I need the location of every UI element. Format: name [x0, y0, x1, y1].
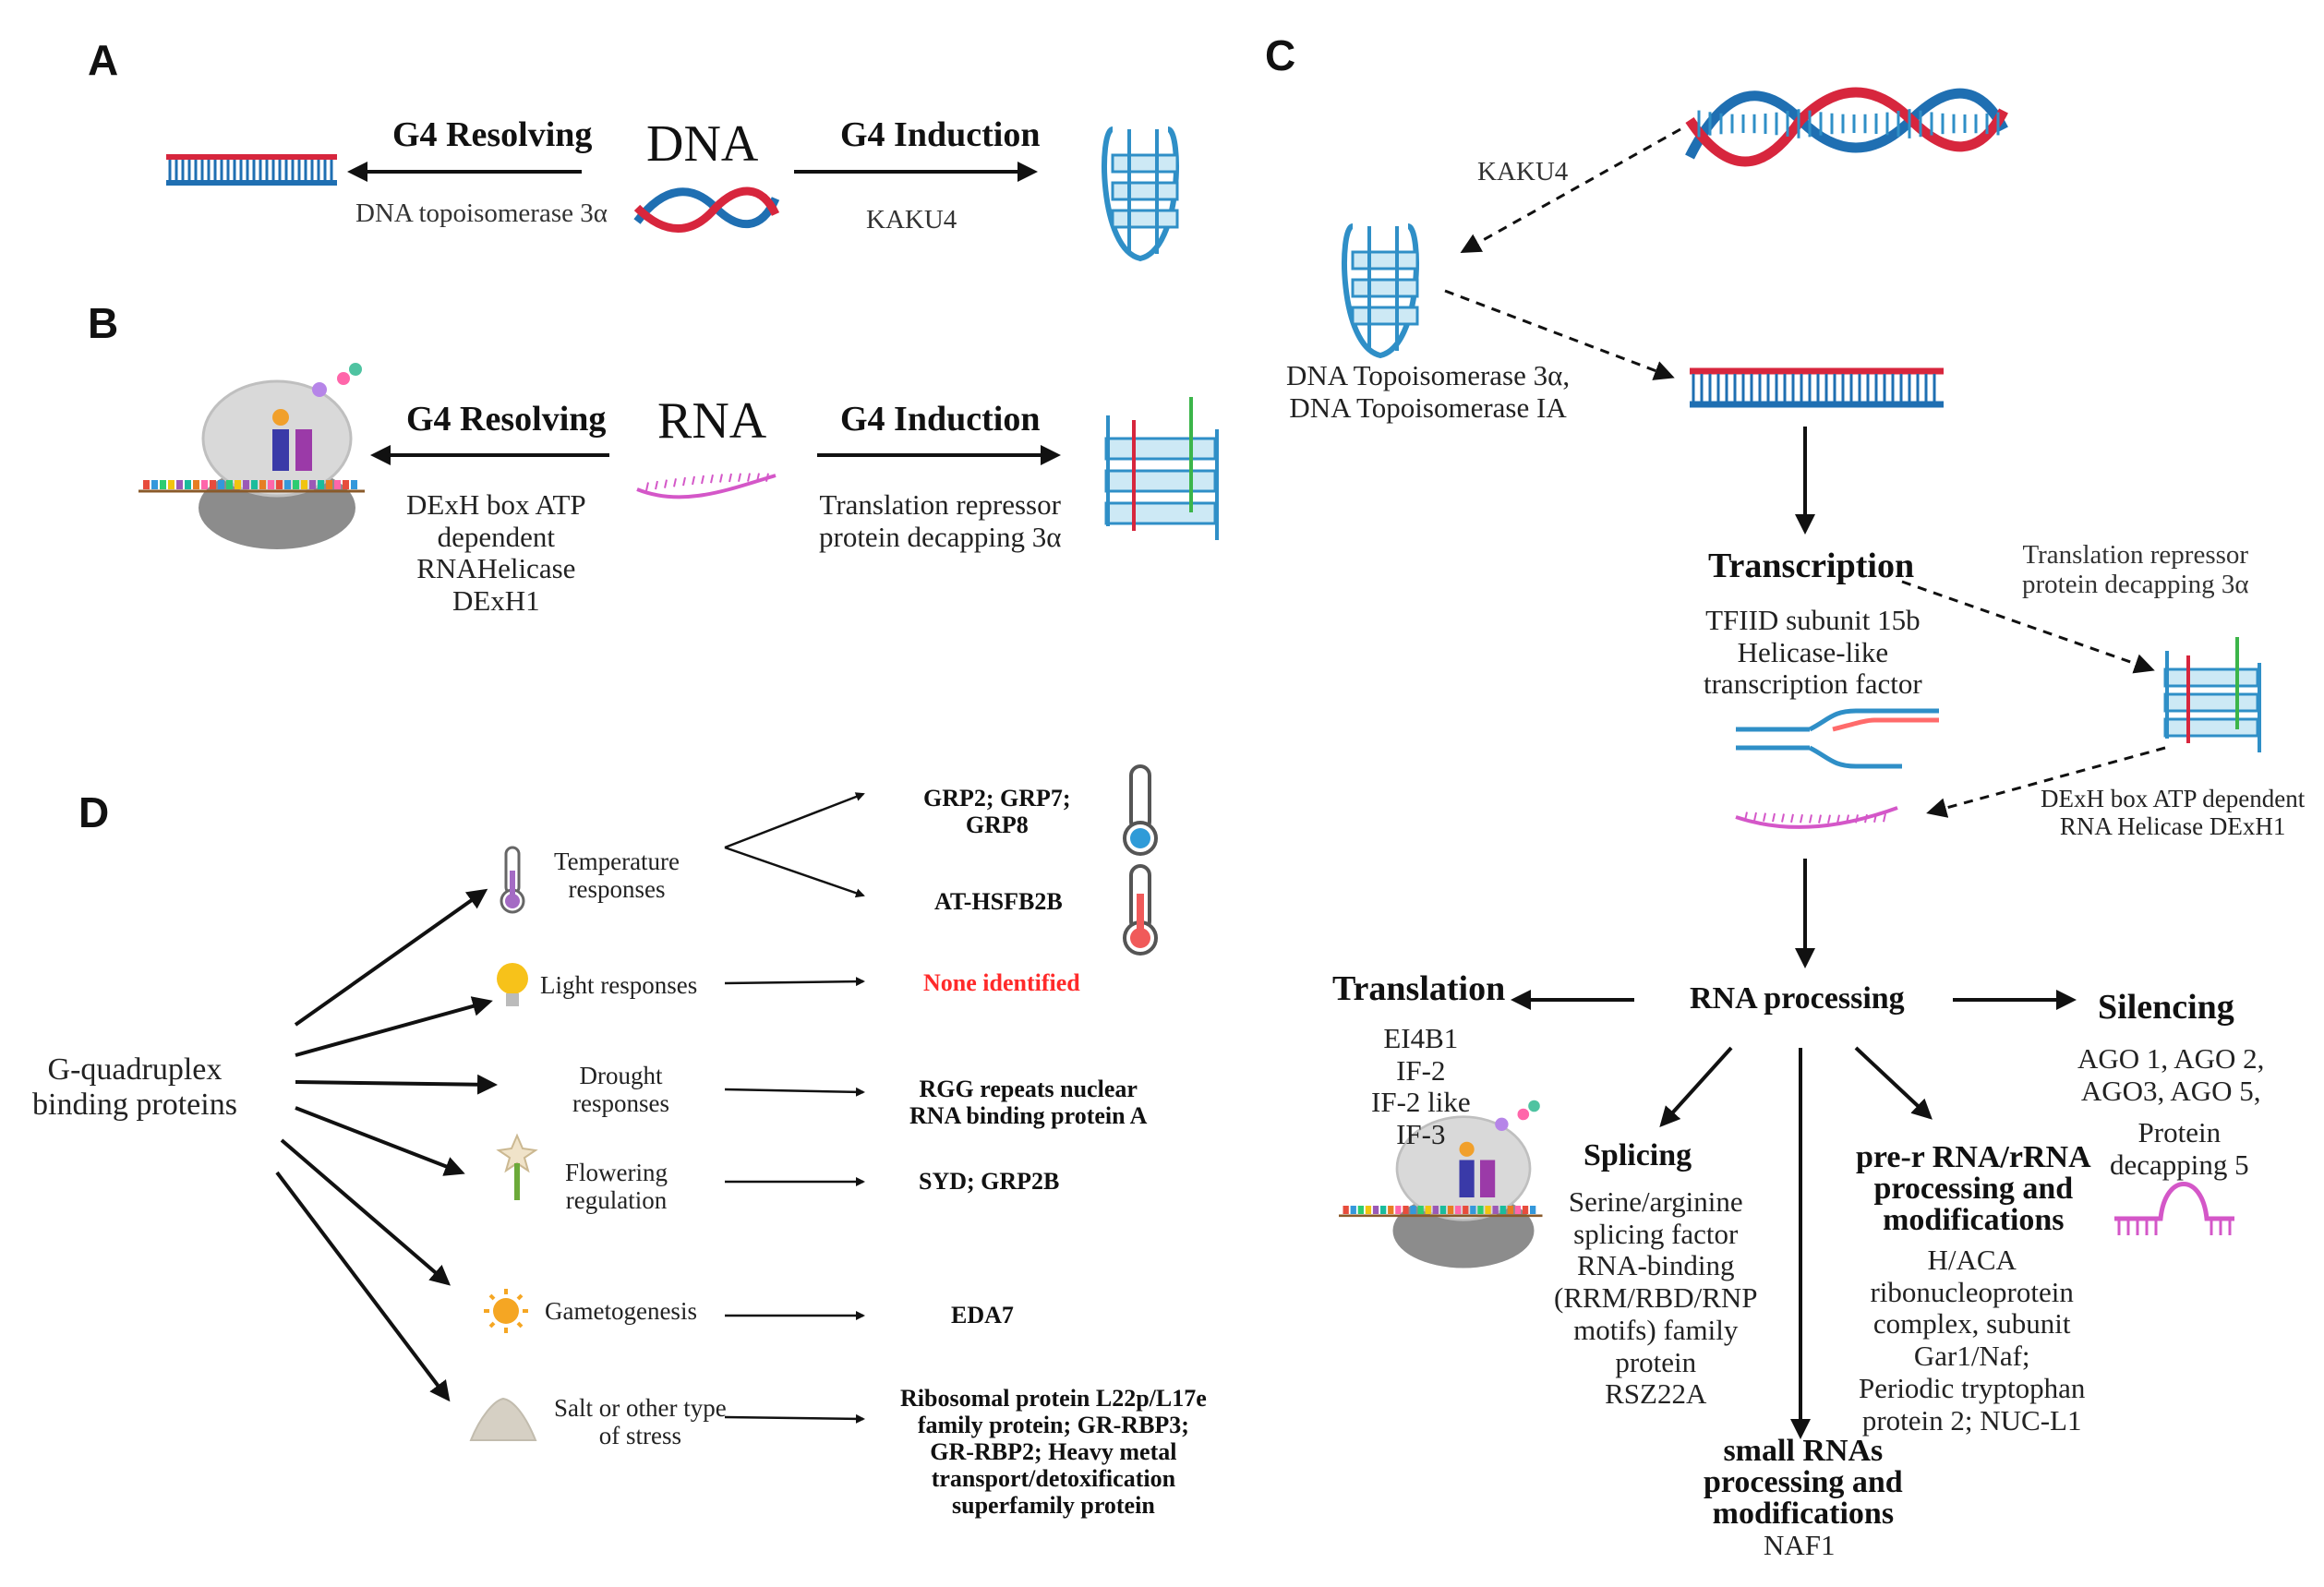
rna-g4-icon-b: [1104, 397, 1219, 540]
d-category-light: Light responses: [540, 971, 698, 999]
d-category-flowering: Flowering regulation: [565, 1159, 668, 1215]
rna-g4-icon-c: [2163, 637, 2261, 752]
transcription-bubble-icon: [1736, 708, 1939, 769]
d-category-gametogenesis: Gametogenesis: [545, 1297, 697, 1325]
rna-hairpin-icon: [2114, 1182, 2234, 1235]
panel-label-c: C: [1265, 31, 1296, 79]
arrow-c-topo: [1444, 289, 1675, 380]
dna-helix-icon-a: [633, 186, 780, 233]
d-result-syd: SYD; GRP2B: [919, 1168, 1060, 1195]
arrow-d-rgg: [724, 1087, 865, 1097]
arrow-d-none: [724, 977, 865, 987]
rna-strand-icon-b: [636, 474, 777, 499]
dna-title: DNA: [646, 115, 759, 173]
panel-label-a: A: [88, 36, 119, 84]
arrow-d-drought: [295, 1074, 498, 1095]
c-transcription-title: Transcription: [1708, 547, 1915, 585]
ribosome-icon-c: [1339, 1100, 1543, 1268]
panel-label-b: B: [88, 299, 119, 347]
b-resolving-title: G4 Resolving: [406, 400, 607, 439]
arrow-d-temperature: [294, 888, 488, 1027]
salt-pile-icon: [469, 1397, 537, 1441]
a-resolving-enzyme: DNA topoisomerase 3α: [355, 198, 608, 228]
d-result-hsfb2b: AT-HSFB2B: [934, 888, 1063, 915]
flower-icon: [496, 1133, 538, 1200]
c-translation-title: Translation: [1332, 969, 1506, 1008]
arrow-d-salt: [275, 1171, 451, 1402]
c-small-rnas-title: small RNAs processing and modifications: [1704, 1434, 1903, 1531]
dsdna-icon-c: [1690, 367, 1944, 408]
arrow-d-grp: [724, 792, 865, 849]
b-induction-title: G4 Induction: [840, 400, 1041, 439]
g4-quadruplex-icon-a: [1102, 126, 1179, 262]
arrow-c-kaku4: [1460, 127, 1681, 253]
c-prerrna-factors: H/ACA ribonucleoprotein complex, subunit…: [1859, 1244, 2086, 1437]
arrow-c-helicase: [1926, 746, 2166, 818]
c-silencing-factors: AGO 1, AGO 2, AGO3, AGO 5,: [2077, 1042, 2265, 1107]
a-induction-title: G4 Induction: [840, 115, 1041, 154]
arrow-d-flowering: [295, 1106, 465, 1176]
c-rna-processing-title: RNA processing: [1690, 981, 1905, 1016]
panel-label-d: D: [78, 788, 110, 836]
rna-title: RNA: [657, 392, 767, 450]
c-topo-label: DNA Topoisomerase 3α, DNA Topoisomerase …: [1286, 359, 1571, 424]
rna-strand-icon-c: [1735, 806, 1898, 829]
c-translation-factors: EI4B1 IF-2 IF-2 like IF-3: [1371, 1022, 1471, 1151]
c-helicase-label: DExH box ATP dependent RNA Helicase DExH…: [2041, 785, 2306, 841]
c-splicing-factors: Serine/arginine splicing factor RNA-bind…: [1554, 1185, 1758, 1411]
d-result-rgg: RGG repeats nuclear RNA binding protein …: [909, 1076, 1148, 1130]
c-prerrna-title: pre-r RNA/rRNA processing and modificati…: [1856, 1140, 2091, 1237]
d-category-salt: Salt or other type of stress: [554, 1394, 727, 1450]
dsdna-icon-a: [166, 154, 337, 186]
c-repressor-label: Translation repressor protein decapping …: [2022, 540, 2249, 600]
arrow-c-to-splicing: [1659, 1046, 1733, 1127]
arrow-c-to-prerrna: [1854, 1046, 1933, 1120]
d-category-temperature: Temperature responses: [554, 848, 680, 904]
b-induction-enzyme: Translation repressor protein decapping …: [819, 488, 1062, 553]
sun-icon: [484, 1289, 528, 1333]
d-root-label: G-quadruplex binding proteins: [32, 1052, 237, 1123]
d-result-none: None identified: [923, 969, 1080, 996]
d-result-ribosomal: Ribosomal protein L22p/L17e family prote…: [900, 1385, 1207, 1520]
c-silencing-title: Silencing: [2098, 988, 2234, 1027]
thermometer-blue-icon: [1123, 764, 1158, 856]
arrow-d-gametogenesis: [280, 1138, 452, 1286]
arrow-c-repressor: [1901, 580, 2155, 674]
dna-helix-icon-c: [1685, 87, 2008, 167]
arrow-d-light: [295, 996, 493, 1057]
b-resolving-enzyme: DExH box ATP dependent RNAHelicase DExH1: [406, 488, 586, 618]
thermometer-purple-icon: [500, 846, 525, 914]
arrow-d-hsf: [724, 846, 865, 898]
d-result-grp: GRP2; GRP7; GRP8: [923, 785, 1071, 839]
c-transcription-factors: TFIID subunit 15b Helicase-like transcri…: [1704, 604, 1922, 701]
a-resolving-title: G4 Resolving: [392, 115, 593, 154]
a-induction-enzyme: KAKU4: [866, 205, 957, 234]
lightbulb-icon: [497, 963, 528, 1006]
d-result-eda7: EDA7: [951, 1302, 1014, 1329]
thermometer-red-icon: [1123, 864, 1158, 956]
c-kaku4-label: KAKU4: [1477, 157, 1569, 186]
d-category-drought: Drought responses: [572, 1062, 669, 1118]
c-small-rnas-factor: NAF1: [1764, 1529, 1836, 1561]
ribosome-icon-b: [138, 363, 365, 549]
arrow-d-ribosomal: [724, 1413, 865, 1424]
c-splicing-title: Splicing: [1583, 1138, 1692, 1172]
g4-quadruplex-icon-c: [1342, 223, 1419, 359]
c-silencing-extra: Protein decapping 5: [2110, 1116, 2249, 1181]
